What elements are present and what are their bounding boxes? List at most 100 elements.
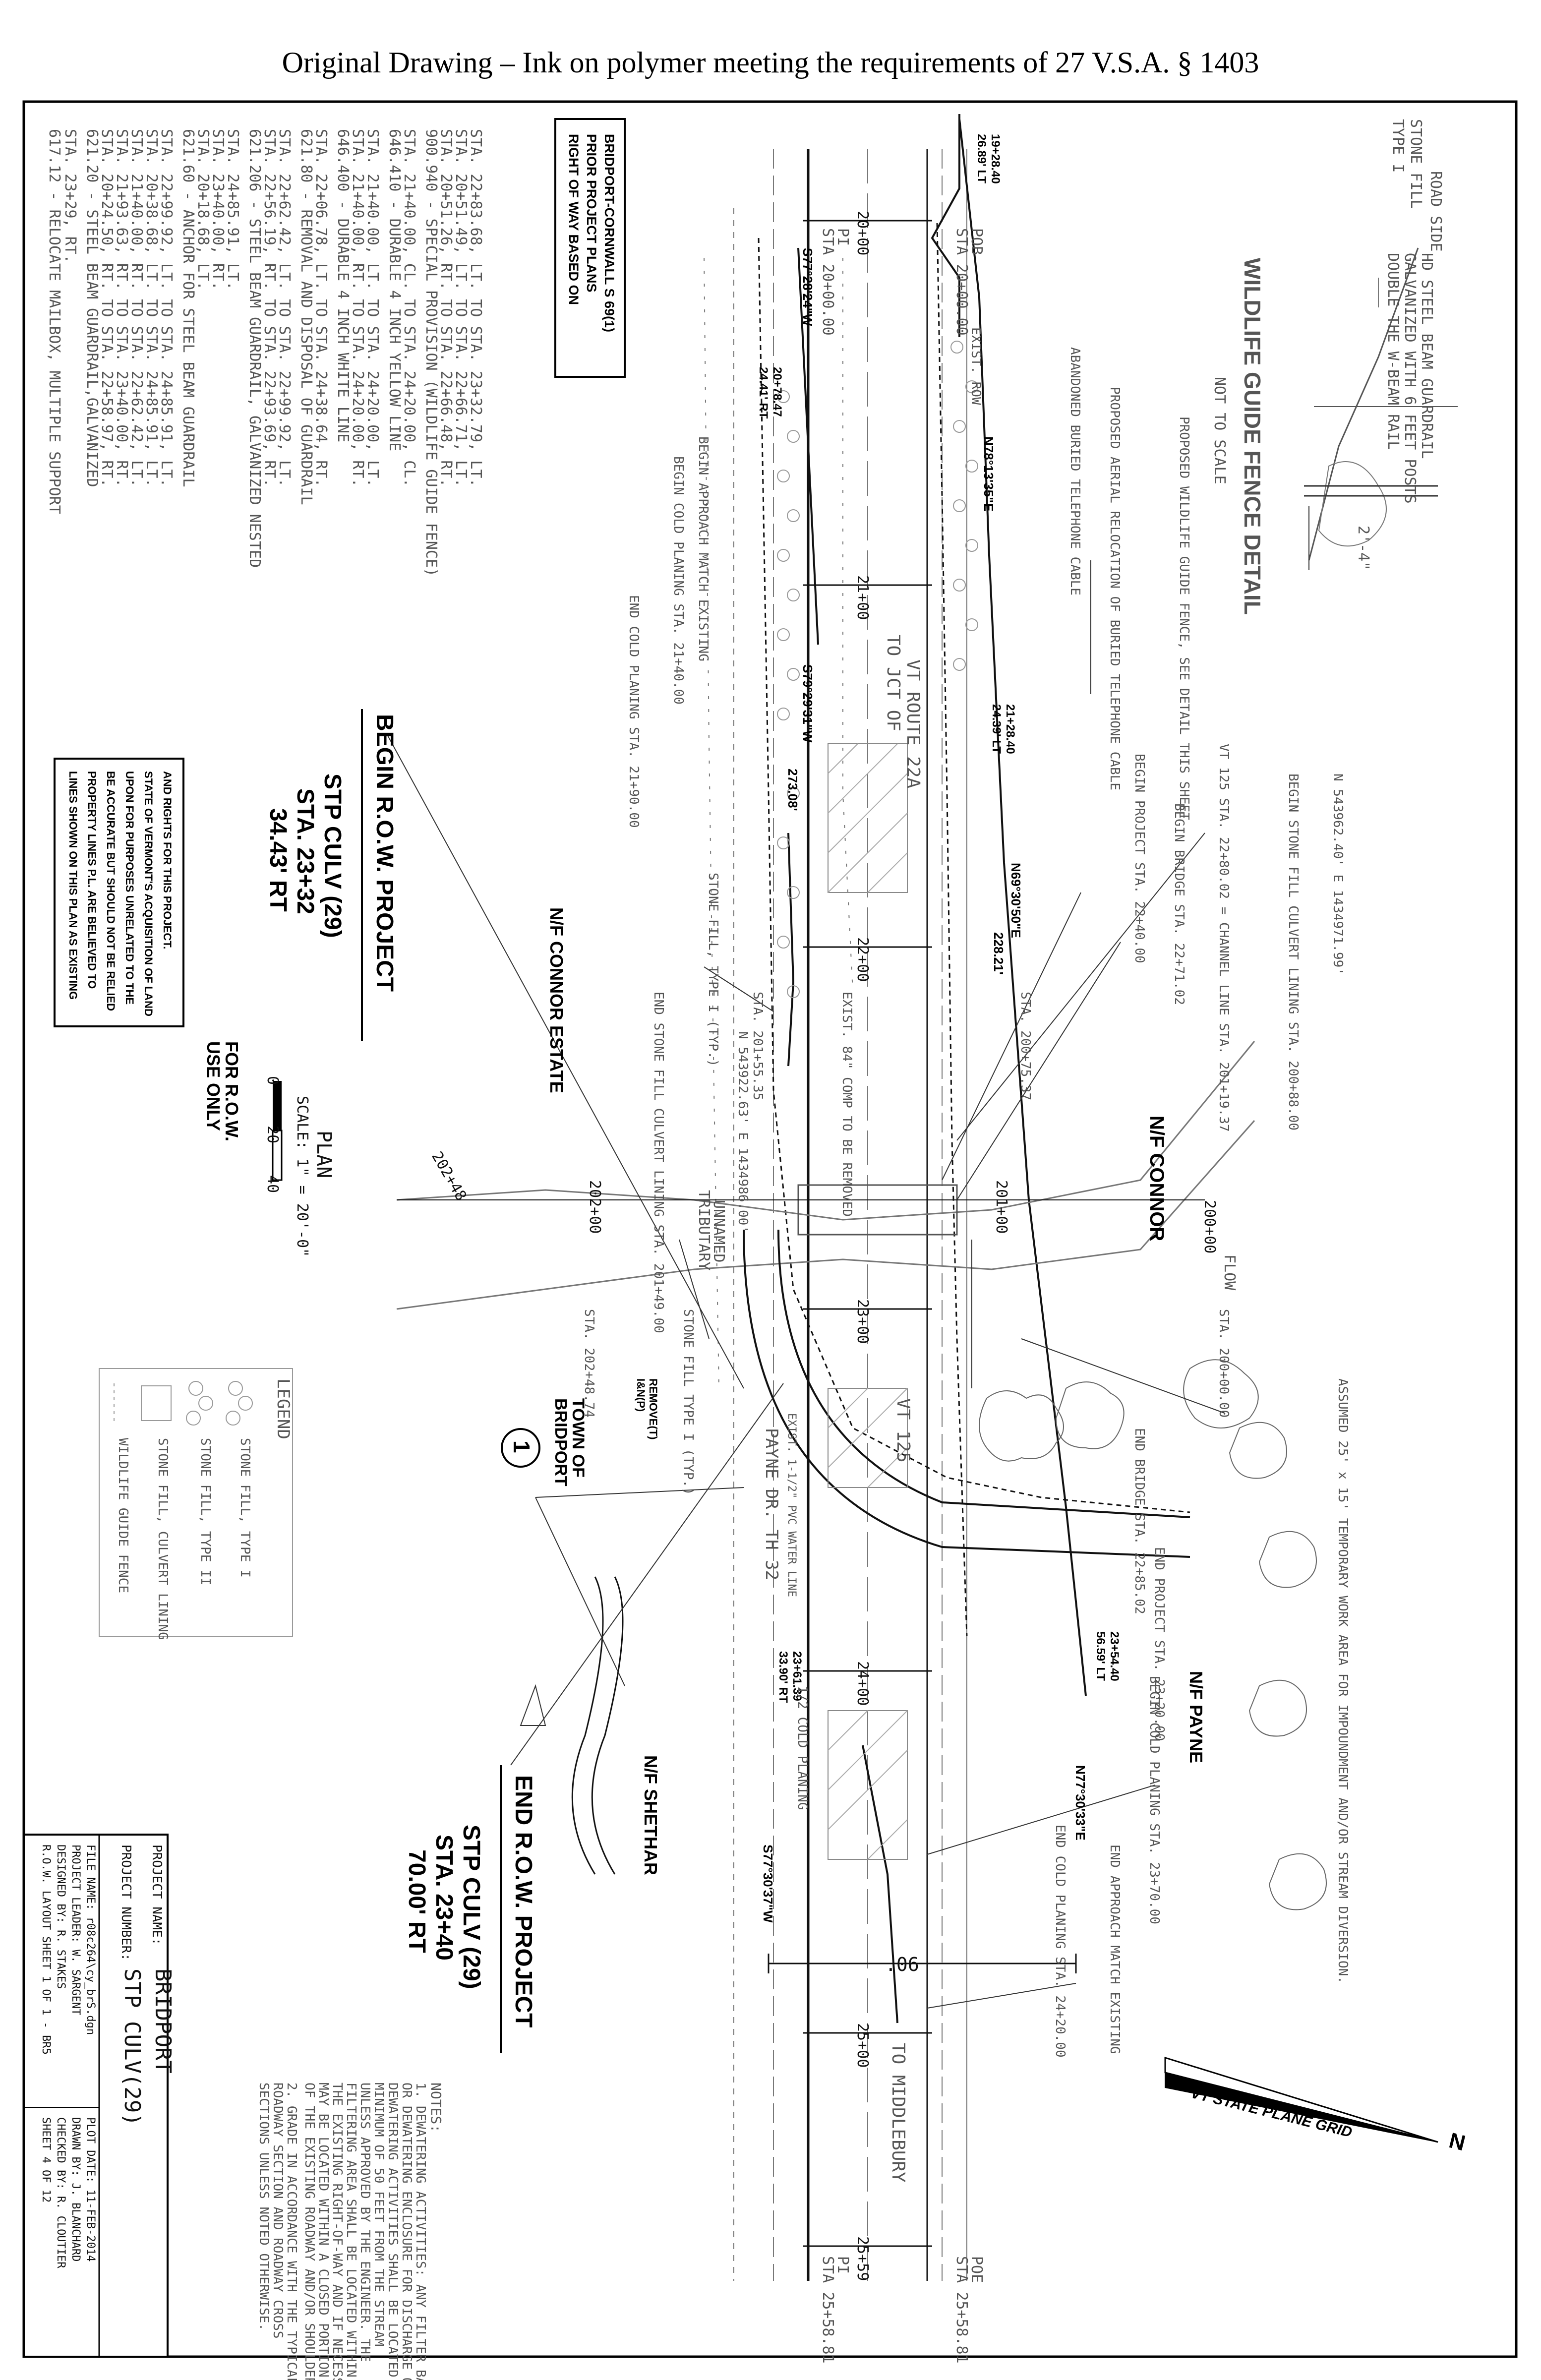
callout: STA. 200+00.00 bbox=[1216, 1309, 1231, 1418]
flow-label: FLOW bbox=[1221, 1254, 1238, 1291]
sheet-circle-number: 1 bbox=[509, 1440, 534, 1453]
note-line: STA. 22+56.19, RT. TO STA. 22+93.69, RT. bbox=[261, 129, 278, 487]
offset: 23+54.40 bbox=[1108, 1631, 1121, 1681]
pob-1: POB bbox=[968, 228, 985, 255]
project-name: BRIDPORT bbox=[150, 1968, 176, 2074]
title-right: DRAWN BY: J. BLANCHARD bbox=[69, 2117, 82, 2261]
project-number: STP CULV(29) bbox=[119, 1968, 145, 2126]
detail-note-1: HD STEEL BEAM GUARDRAIL bbox=[1418, 253, 1435, 459]
note-line: STA. 22+99.92, LT. TO STA. 24+85.91, LT. bbox=[158, 129, 175, 487]
callout: STA. 202+48.74 bbox=[582, 1309, 596, 1418]
notes-title: NOTES: bbox=[428, 2082, 444, 2133]
disclaimer-line: UPON FOR PURPOSES UNRELATED TO THE bbox=[123, 771, 136, 1005]
legend-item: STONE FILL, TYPE II bbox=[198, 1438, 213, 1585]
row-basis-box: RIGHT OF WAY BASED ON PRIOR PROJECT PLAN… bbox=[554, 118, 626, 378]
pi-labels: PI STA 20+00.00 POB STA 20+00.00 PI STA … bbox=[819, 134, 1002, 2364]
general-notes: NOTES: 1. DEWATERING ACTIVITIES: ANY FIL… bbox=[256, 2082, 444, 2380]
notes-line: 1. DEWATERING ACTIVITIES: ANY FILTER BAG bbox=[413, 2082, 428, 2380]
callout: END COLD PLANING STA. 21+90.00 bbox=[626, 595, 641, 828]
route-22a: VT ROUTE 22A bbox=[903, 659, 923, 788]
note-line: STA. 21+40.00, RT. TO STA. 22+62.42, LT. bbox=[128, 129, 145, 487]
note-line: STA. 21+40.00, LT. TO STA. 24+20.00, LT. bbox=[364, 129, 381, 487]
callout: BEGIN PROJECT STA. 22+40.00 bbox=[1132, 754, 1147, 963]
pi-right-2: STA 25+58.81 bbox=[819, 2256, 836, 2364]
station-label: 20+00 bbox=[854, 211, 871, 255]
offset: 23+61.39 bbox=[790, 1651, 804, 1701]
detail-road-side: ROAD SIDE bbox=[1427, 171, 1444, 252]
disclaimer-line: BE ACCURATE BUT SHOULD NOT BE RELIED bbox=[105, 771, 117, 1011]
notes-line: ROADWAY SECTION AND ROADWAY CROSS bbox=[270, 2082, 285, 2339]
notes-line: DEWATERING ACTIVITIES SHALL BE LOCATED A bbox=[385, 2082, 400, 2380]
row-use-1: FOR R.O.W. bbox=[222, 1041, 242, 1141]
callout: END PROJECT STA. 23+20.00 bbox=[1152, 1547, 1167, 1741]
station-label: 25+00 bbox=[854, 2023, 871, 2068]
bearing: N77°30'33"E bbox=[1073, 1765, 1088, 1841]
note-line: 900.940 - SPECIAL PROVISION (WILDLIFE GU… bbox=[422, 129, 440, 577]
note-line: STA. 22+06.78, LT. TO STA. 24+38.64, RT. bbox=[312, 129, 330, 487]
pay-item-notes: 617.12 - RELOCATE MAILBOX, MULTIPLE SUPP… bbox=[46, 129, 484, 577]
callout: N 543922.63' E 1434986.00' bbox=[735, 1031, 750, 1233]
note-line: STA. 20+24.50, RT. TO STA. 22+58.97, RT. bbox=[98, 129, 116, 487]
callout: STONE FILL, TYPE I (TYP.) bbox=[706, 873, 720, 1067]
offset-1928-2: 26.89' LT bbox=[975, 134, 988, 183]
row-box-line: PRIOR PROJECT PLANS bbox=[584, 134, 599, 293]
title-right: SHEET 4 OF 12 bbox=[40, 2117, 52, 2202]
bearing: 228.21' bbox=[991, 932, 1006, 975]
callout: N 543962.40' E 1434971.99' bbox=[1330, 774, 1345, 975]
owner-shethar: N/F SHETHAR bbox=[641, 1755, 661, 1875]
callout: END APPROACH MATCH EXISTING bbox=[1107, 1844, 1122, 2054]
end-row-offset: 70.00' RT bbox=[404, 1849, 430, 1953]
side-station: 201+00 bbox=[993, 1180, 1010, 1234]
detail-stone-fill-2: TYPE I bbox=[1389, 119, 1407, 173]
side-station: 202+00 bbox=[586, 1180, 603, 1234]
bearing: S77°28'24"W bbox=[800, 248, 815, 326]
scale-tick-0: 0 bbox=[264, 1076, 281, 1085]
document-header: Original Drawing – Ink on polymer meetin… bbox=[282, 46, 1259, 79]
note-line: STA. 20+51.49, LT. TO STA. 22+66.71, LT. bbox=[452, 129, 470, 487]
callout: BEGIN APPROACH MATCH EXISTING bbox=[696, 436, 711, 661]
callout: PROPOSED AERIAL RELOCATION OF BURIED TEL… bbox=[1107, 387, 1122, 790]
note-line: STA. 22+83.68, LT. TO STA. 23+32.79, LT. bbox=[467, 129, 484, 487]
detail-stone-fill-1: STONE FILL bbox=[1407, 119, 1424, 209]
route-vt125: VT 125 bbox=[893, 1398, 913, 1463]
owner-payne: N/F PAYNE bbox=[1186, 1671, 1206, 1763]
offset: REMOVE(T) bbox=[647, 1378, 659, 1439]
note-line: STA. 20+51.26, RT. TO STA. 22+66.48, RT. bbox=[437, 129, 455, 487]
payne-dr: PAYNE DR. TH 32 bbox=[762, 1428, 781, 1580]
callout: BEGIN STONE FILL CULVERT LINING STA. 200… bbox=[1286, 774, 1301, 1130]
owner-connor: N/F CONNOR bbox=[1146, 1116, 1168, 1241]
callout: ASSUMED 25' x 15' TEMPORARY WORK AREA FO… bbox=[1335, 1378, 1350, 1984]
end-row-station: STA. 23+40 bbox=[431, 1835, 457, 1961]
note-line: 646.400 - DURABLE 4 INCH WHITE LINE bbox=[334, 129, 352, 442]
notes-line: OF THE EXISTING ROADWAY AND/OR SHOULDER. bbox=[302, 2082, 317, 2380]
end-row-callout: END R.O.W. PROJECT STP CULV (29) STA. 23… bbox=[404, 1765, 536, 2053]
note-line: 621.80 - REMOVAL AND DISPOSAL OF GUARDRA… bbox=[297, 129, 315, 505]
point-06: .06 bbox=[885, 1954, 919, 1975]
legend-item: WILDLIFE GUIDE FENCE bbox=[116, 1438, 130, 1593]
poe-1: POE bbox=[968, 2256, 985, 2283]
disclaimer-line: LINES SHOWN ON THIS PLAN AS EXISTING bbox=[67, 771, 79, 1000]
plan-linework bbox=[386, 114, 1327, 2281]
callout: EXIST. ROW bbox=[968, 327, 983, 405]
title-left: PROJECT LEADER: W. SARGENT bbox=[69, 1844, 82, 2015]
row-use-2: USE ONLY bbox=[203, 1041, 224, 1131]
legend-title: LEGEND bbox=[273, 1378, 293, 1439]
plan-callouts: EXIST. ROW ABANDONED BURIED TELEPHONE CA… bbox=[582, 327, 1350, 2058]
notes-line: SECTIONS UNLESS NOTED OTHERWISE. bbox=[256, 2082, 271, 2331]
pi-left-1: PI bbox=[834, 228, 851, 246]
route-labels: VT ROUTE 22A TO JCT OF VT 125 TO MIDDLEB… bbox=[695, 635, 1238, 2183]
station-label: 24+00 bbox=[854, 1661, 871, 1706]
notes-line: OR DEWATERING ENCLOSURE FOR DISCHARGE OF bbox=[399, 2082, 414, 2380]
title-block: PROJECT NAME: BRIDPORT PROJECT NUMBER: S… bbox=[23, 1834, 176, 2358]
offset: 21+28.40 bbox=[1004, 704, 1017, 754]
title-left: DESIGNED BY: R. STAKES bbox=[55, 1844, 67, 1989]
title-right: CHECKED BY: R. CLOUTIER bbox=[55, 2117, 67, 2268]
poe-2: STA 25+58.81 bbox=[953, 2256, 970, 2364]
begin-row-title: BEGIN R.O.W. PROJECT bbox=[371, 714, 398, 992]
plan-scale-text: SCALE: 1" = 20'-0" bbox=[294, 1096, 311, 1257]
title-right: PLOT DATE: 11-FEB-2014 bbox=[84, 2117, 97, 2261]
project-number-label: PROJECT NUMBER: bbox=[119, 1844, 133, 1961]
note-line: STA. 22+62.42, LT. TO STA. 22+99.92, LT. bbox=[276, 129, 293, 487]
notes-line: UNLESS APPROVED BY THE ENGINEER. THE bbox=[357, 2082, 372, 2362]
